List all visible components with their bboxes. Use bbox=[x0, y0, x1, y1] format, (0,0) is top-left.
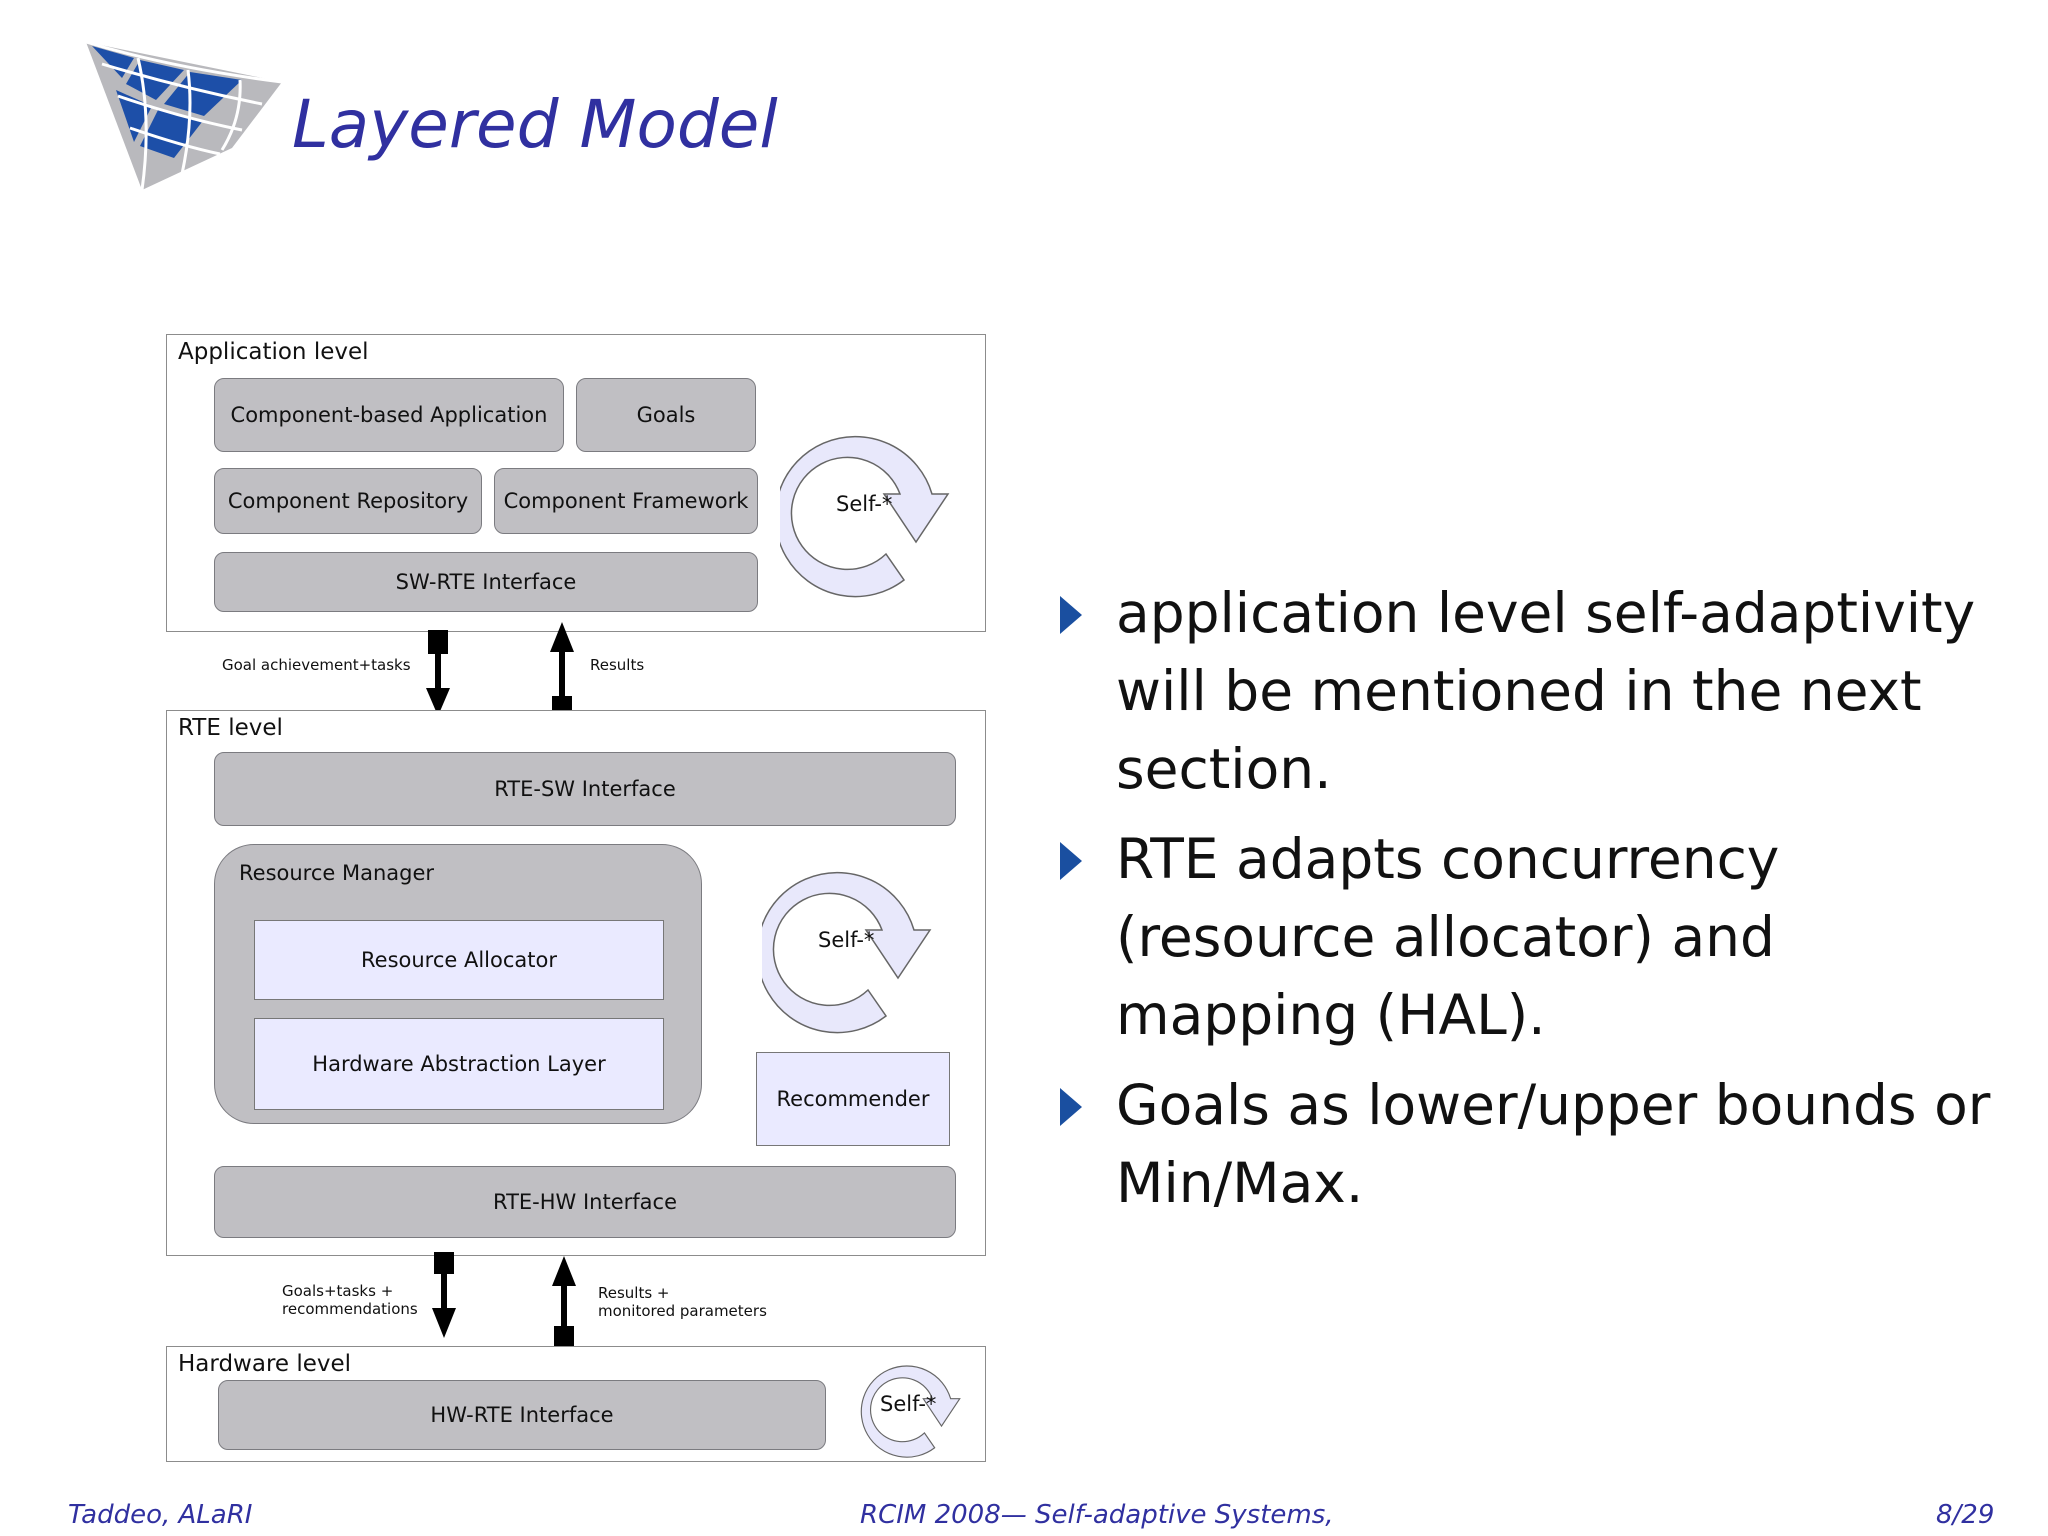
hardware-abstraction-layer-box: Hardware Abstraction Layer bbox=[254, 1018, 664, 1110]
rte-level-title: RTE level bbox=[178, 715, 283, 741]
bullet-item: application level self-adaptivity will b… bbox=[1052, 574, 2012, 808]
component-based-application-box: Component-based Application bbox=[214, 378, 564, 452]
self-adaptive-cycle-icon bbox=[860, 1365, 961, 1458]
bullet-text: Goals as lower/upper bounds or Min/Max. bbox=[1116, 1073, 1991, 1215]
rte-self-label: Self-* bbox=[818, 928, 875, 952]
results-monitored-arrow bbox=[552, 1256, 576, 1346]
self-adaptive-cycle-icon bbox=[762, 871, 932, 1034]
goals-tasks-arrow bbox=[432, 1252, 456, 1338]
resource-manager-title: Resource Manager bbox=[239, 861, 435, 885]
hardware-level-title: Hardware level bbox=[178, 1351, 352, 1377]
bullet-triangle-icon bbox=[1060, 596, 1082, 634]
goal-achievement-arrow bbox=[426, 630, 450, 716]
hardware-self-label: Self-* bbox=[880, 1392, 937, 1416]
rte-hw-interface-box: RTE-HW Interface bbox=[214, 1166, 956, 1238]
rte-sw-interface-box: RTE-SW Interface bbox=[214, 752, 956, 826]
bullet-item: Goals as lower/upper bounds or Min/Max. bbox=[1052, 1066, 2012, 1222]
results-monitored-label: Results + monitored parameters bbox=[598, 1284, 767, 1320]
goals-box: Goals bbox=[576, 378, 756, 452]
slide-title: Layered Model bbox=[292, 86, 778, 163]
results-arrow bbox=[550, 622, 574, 718]
hw-rte-interface-box: HW-RTE Interface bbox=[218, 1380, 826, 1450]
application-self-label: Self-* bbox=[836, 492, 893, 516]
results-label: Results bbox=[590, 656, 645, 674]
resource-allocator-box: Resource Allocator bbox=[254, 920, 664, 1000]
goal-achievement-label: Goal achievement+tasks bbox=[222, 656, 411, 674]
component-repository-box: Component Repository bbox=[214, 468, 482, 534]
goals-tasks-label-line1: Goals+tasks + bbox=[282, 1282, 394, 1300]
bullet-item: RTE adapts concurrency (resource allocat… bbox=[1052, 820, 2012, 1054]
bullet-triangle-icon bbox=[1060, 842, 1082, 880]
self-adaptive-cycle-icon bbox=[780, 435, 950, 598]
bullet-triangle-icon bbox=[1060, 1088, 1082, 1126]
results-monitored-label-line2: monitored parameters bbox=[598, 1302, 767, 1320]
footer-page-number: 8/29 bbox=[1936, 1500, 1995, 1530]
goals-tasks-label-line2: recommendations bbox=[282, 1300, 418, 1318]
sw-rte-interface-box: SW-RTE Interface bbox=[214, 552, 758, 612]
bullet-list: application level self-adaptivity will b… bbox=[1052, 574, 2012, 1222]
footer-author: Taddeo, ALaRI bbox=[68, 1500, 253, 1530]
layered-model-diagram: Application level Component-based Applic… bbox=[0, 0, 1000, 1480]
application-level-title: Application level bbox=[178, 339, 369, 365]
results-monitored-label-line1: Results + bbox=[598, 1284, 670, 1302]
component-framework-box: Component Framework bbox=[494, 468, 758, 534]
footer-conference: RCIM 2008— Self-adaptive Systems, bbox=[860, 1500, 1334, 1530]
recommender-box: Recommender bbox=[756, 1052, 950, 1146]
bullet-text: application level self-adaptivity will b… bbox=[1116, 581, 1976, 801]
bullet-text: RTE adapts concurrency (resource allocat… bbox=[1116, 827, 1780, 1047]
goals-tasks-label: Goals+tasks + recommendations bbox=[282, 1282, 418, 1318]
alari-wing-logo bbox=[85, 40, 283, 191]
